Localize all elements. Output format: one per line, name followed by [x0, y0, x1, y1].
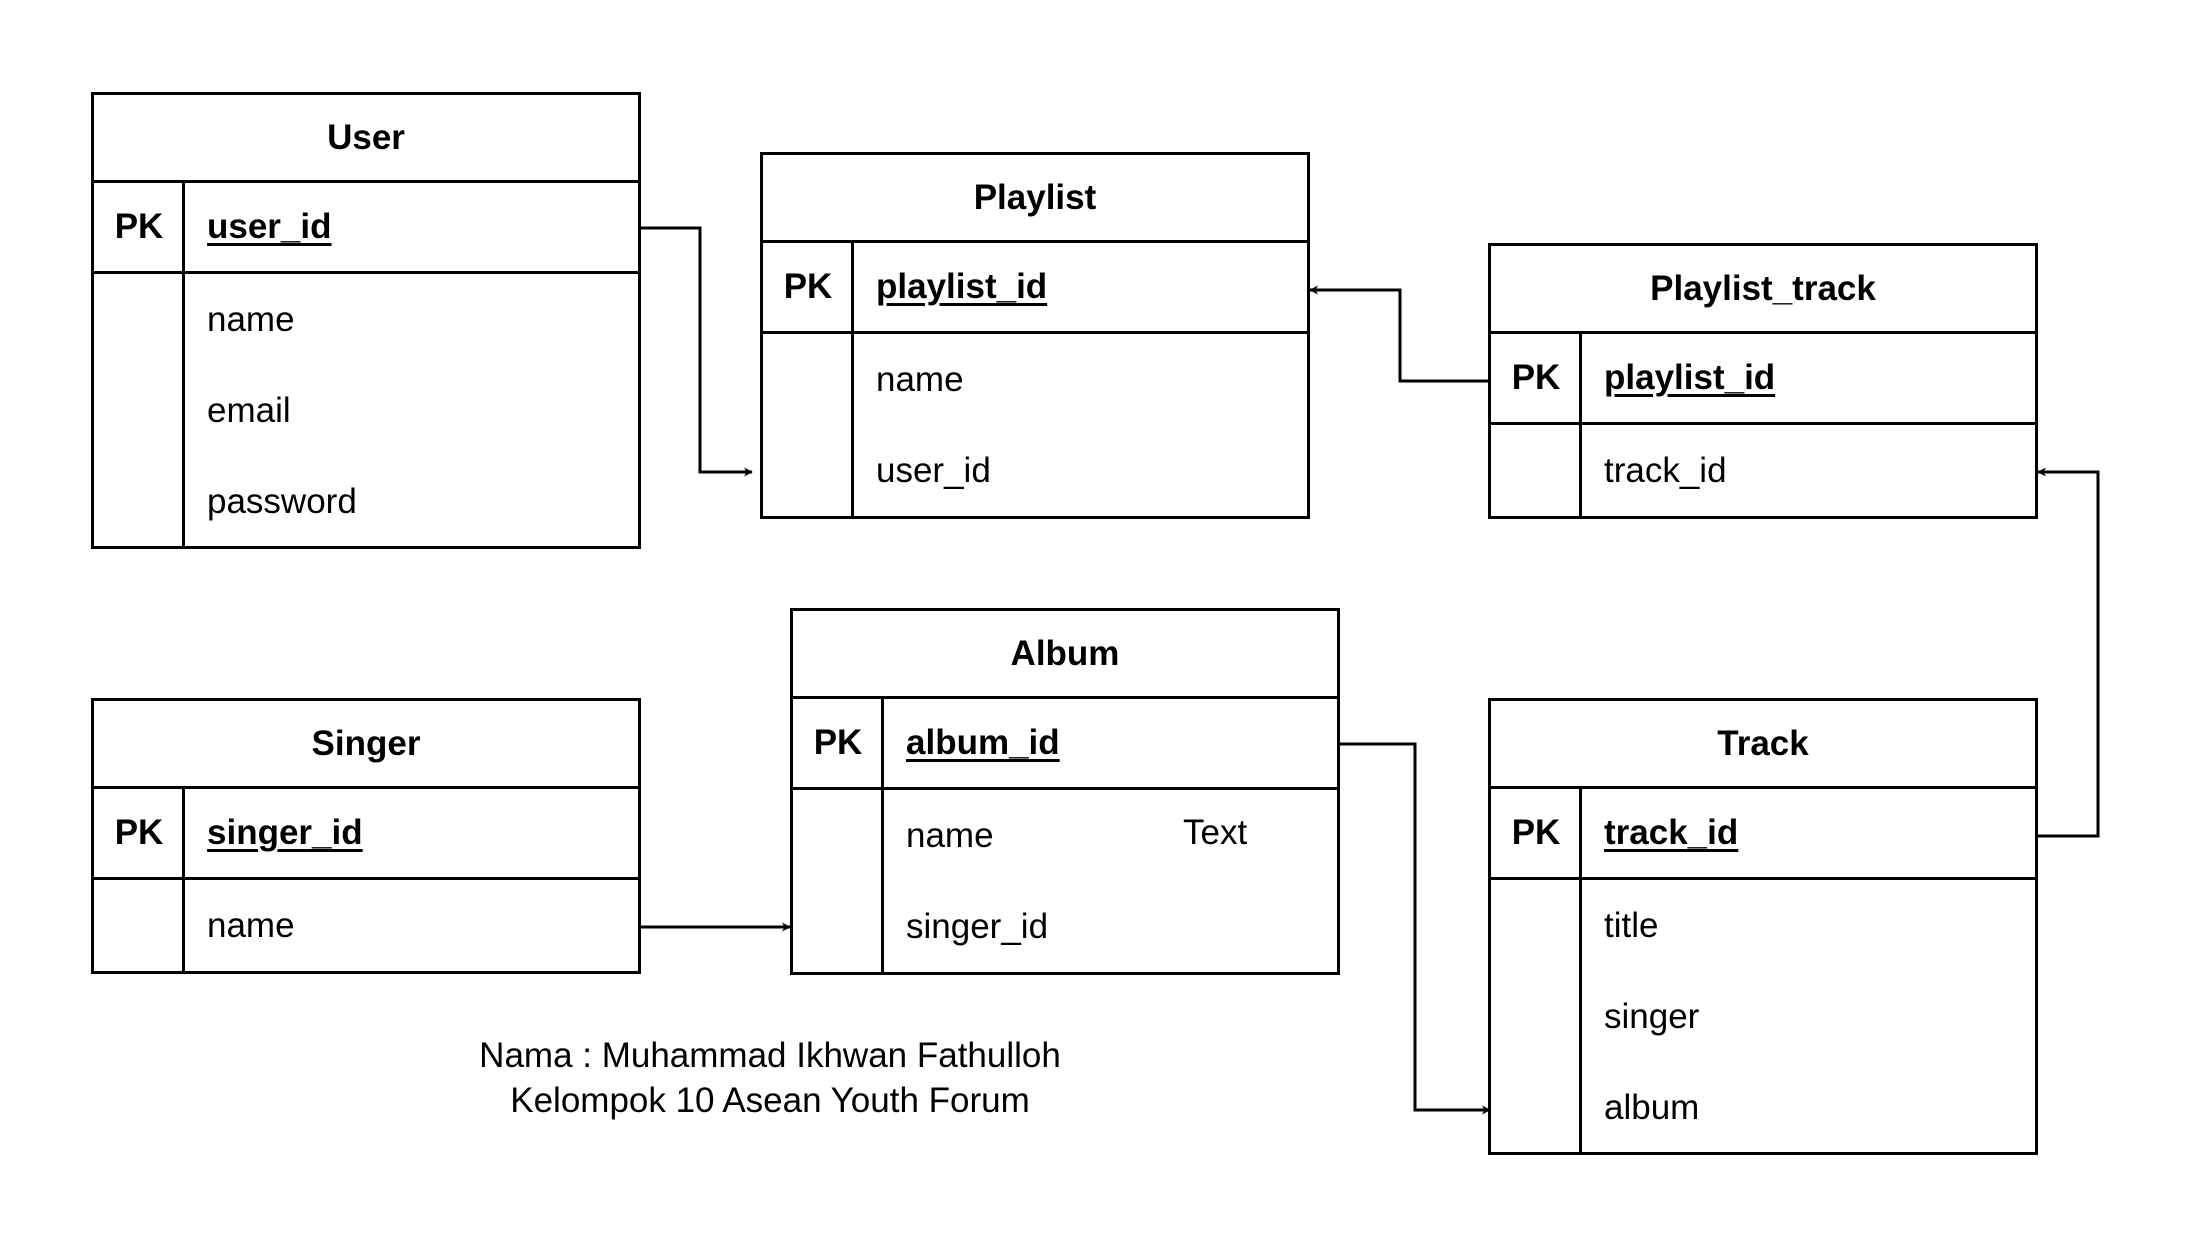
- pk-label: PK: [813, 723, 863, 762]
- pk-field: playlist_id: [1604, 358, 1776, 397]
- pk-label: PK: [1511, 813, 1561, 852]
- stray-text-label: Text: [1183, 813, 1248, 852]
- entity-title: Singer: [94, 701, 638, 789]
- pk-row: PK album_id: [793, 699, 1337, 790]
- caption-name-line: Nama : Muhammad Ikhwan Fathulloh: [479, 1036, 1061, 1075]
- entity-singer[interactable]: Singer PK singer_id name: [91, 698, 641, 974]
- pk-field: playlist_id: [876, 267, 1048, 306]
- entity-playlist[interactable]: Playlist PK playlist_id name user_id: [760, 152, 1310, 519]
- connector-playlist-track-to-playlist: [1309, 285, 1491, 383]
- pk-field: album_id: [906, 723, 1060, 762]
- attribute: singer: [1604, 996, 1700, 1036]
- key-column-divider: [851, 243, 854, 516]
- attribute: track_id: [1604, 450, 1727, 490]
- connector-track-to-playlist-track: [2036, 467, 2100, 838]
- attribute: name: [906, 815, 994, 855]
- caption-group-line: Kelompok 10 Asean Youth Forum: [510, 1081, 1030, 1120]
- key-column-divider: [1579, 334, 1582, 516]
- connector-user-to-playlist: [640, 226, 753, 477]
- pk-row: PK playlist_id: [1491, 334, 2035, 425]
- entity-track[interactable]: Track PK track_id title singer album: [1488, 698, 2038, 1155]
- entity-title: Playlist: [763, 155, 1307, 243]
- attribute: email: [207, 390, 291, 430]
- key-column-divider: [1579, 789, 1582, 1152]
- attribute: title: [1604, 905, 1659, 945]
- key-column-divider: [182, 789, 185, 971]
- pk-row: PK user_id: [94, 183, 638, 274]
- pk-row: PK track_id: [1491, 789, 2035, 880]
- entity-title: Album: [793, 611, 1337, 699]
- connector-album-to-track: [1339, 742, 1491, 1115]
- attribute: album: [1604, 1087, 1700, 1127]
- entity-title: Track: [1491, 701, 2035, 789]
- attribute: name: [876, 359, 964, 399]
- attribute: name: [207, 905, 295, 945]
- pk-label: PK: [114, 813, 164, 852]
- pk-label: PK: [1511, 358, 1561, 397]
- pk-row: PK playlist_id: [763, 243, 1307, 334]
- entity-album[interactable]: Album PK album_id name singer_id Text: [790, 608, 1340, 975]
- entity-title: Playlist_track: [1491, 246, 2035, 334]
- pk-row: PK singer_id: [94, 789, 638, 880]
- pk-field: singer_id: [207, 813, 363, 852]
- pk-label: PK: [114, 207, 164, 246]
- attribute: user_id: [876, 450, 991, 490]
- entity-playlist-track[interactable]: Playlist_track PK playlist_id track_id: [1488, 243, 2038, 519]
- pk-field: user_id: [207, 207, 332, 246]
- attribute: password: [207, 481, 357, 521]
- pk-label: PK: [783, 267, 833, 306]
- entity-user[interactable]: User PK user_id name email password: [91, 92, 641, 549]
- key-column-divider: [881, 699, 884, 972]
- author-caption: Nama : Muhammad Ikhwan Fathulloh Kelompo…: [420, 1033, 1120, 1123]
- attribute: name: [207, 299, 295, 339]
- entity-title: User: [94, 95, 638, 183]
- key-column-divider: [182, 183, 185, 546]
- attribute: singer_id: [906, 906, 1049, 946]
- pk-field: track_id: [1604, 813, 1739, 852]
